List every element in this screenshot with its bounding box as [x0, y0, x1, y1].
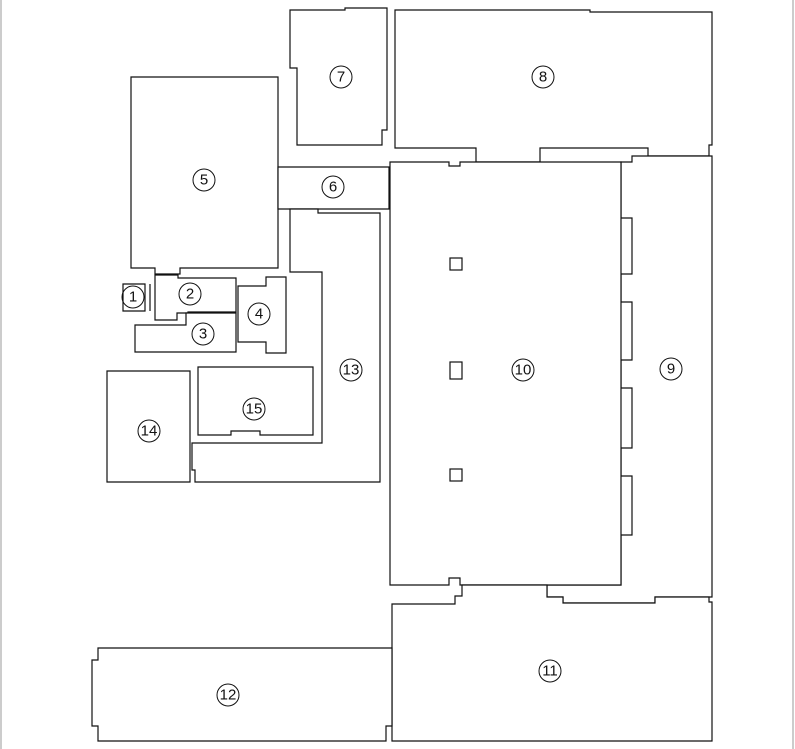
building-label: 12	[220, 687, 237, 704]
column-marker	[449, 468, 463, 482]
building-label: 5	[200, 172, 208, 189]
building-label: 8	[539, 69, 547, 86]
label-circle	[247, 302, 271, 326]
label-circle	[191, 322, 215, 346]
label-circle	[137, 419, 161, 443]
building-6[interactable]	[277, 166, 390, 210]
label-circle	[242, 397, 266, 421]
building-2[interactable]	[154, 274, 237, 321]
building-13[interactable]	[191, 208, 381, 483]
building-label: 2	[186, 286, 194, 303]
building-label: 1	[129, 289, 137, 306]
label-circle	[329, 65, 353, 89]
building-7[interactable]	[289, 7, 388, 146]
label-circle	[538, 659, 562, 683]
label-circle	[511, 358, 535, 382]
building-4[interactable]	[237, 276, 287, 354]
building-8[interactable]	[394, 9, 713, 163]
building-label: 10	[515, 362, 532, 379]
building-15[interactable]	[197, 366, 314, 436]
label-circle	[531, 65, 555, 89]
label-circle	[339, 358, 363, 382]
building-12[interactable]	[91, 647, 393, 742]
building-label: 9	[667, 361, 675, 378]
building-label: 4	[255, 306, 263, 323]
building-3[interactable]	[134, 312, 237, 353]
label-circle	[192, 168, 216, 192]
label-circle	[216, 683, 240, 707]
column-marker	[449, 257, 463, 271]
label-circle	[178, 282, 202, 306]
label-circle	[121, 285, 145, 309]
label-circle	[659, 357, 683, 381]
building-label: 3	[199, 326, 207, 343]
building-11[interactable]	[391, 584, 713, 742]
building-label: 11	[542, 663, 558, 680]
building-label: 14	[141, 423, 158, 440]
building-14[interactable]	[106, 370, 191, 483]
building-10[interactable]	[389, 161, 622, 586]
building-label: 15	[246, 401, 263, 418]
label-circle	[321, 175, 345, 199]
building-label: 6	[329, 179, 337, 196]
building-label: 13	[343, 362, 360, 379]
building-5[interactable]	[130, 76, 279, 275]
building-label: 7	[337, 69, 345, 86]
column-marker	[449, 361, 463, 380]
